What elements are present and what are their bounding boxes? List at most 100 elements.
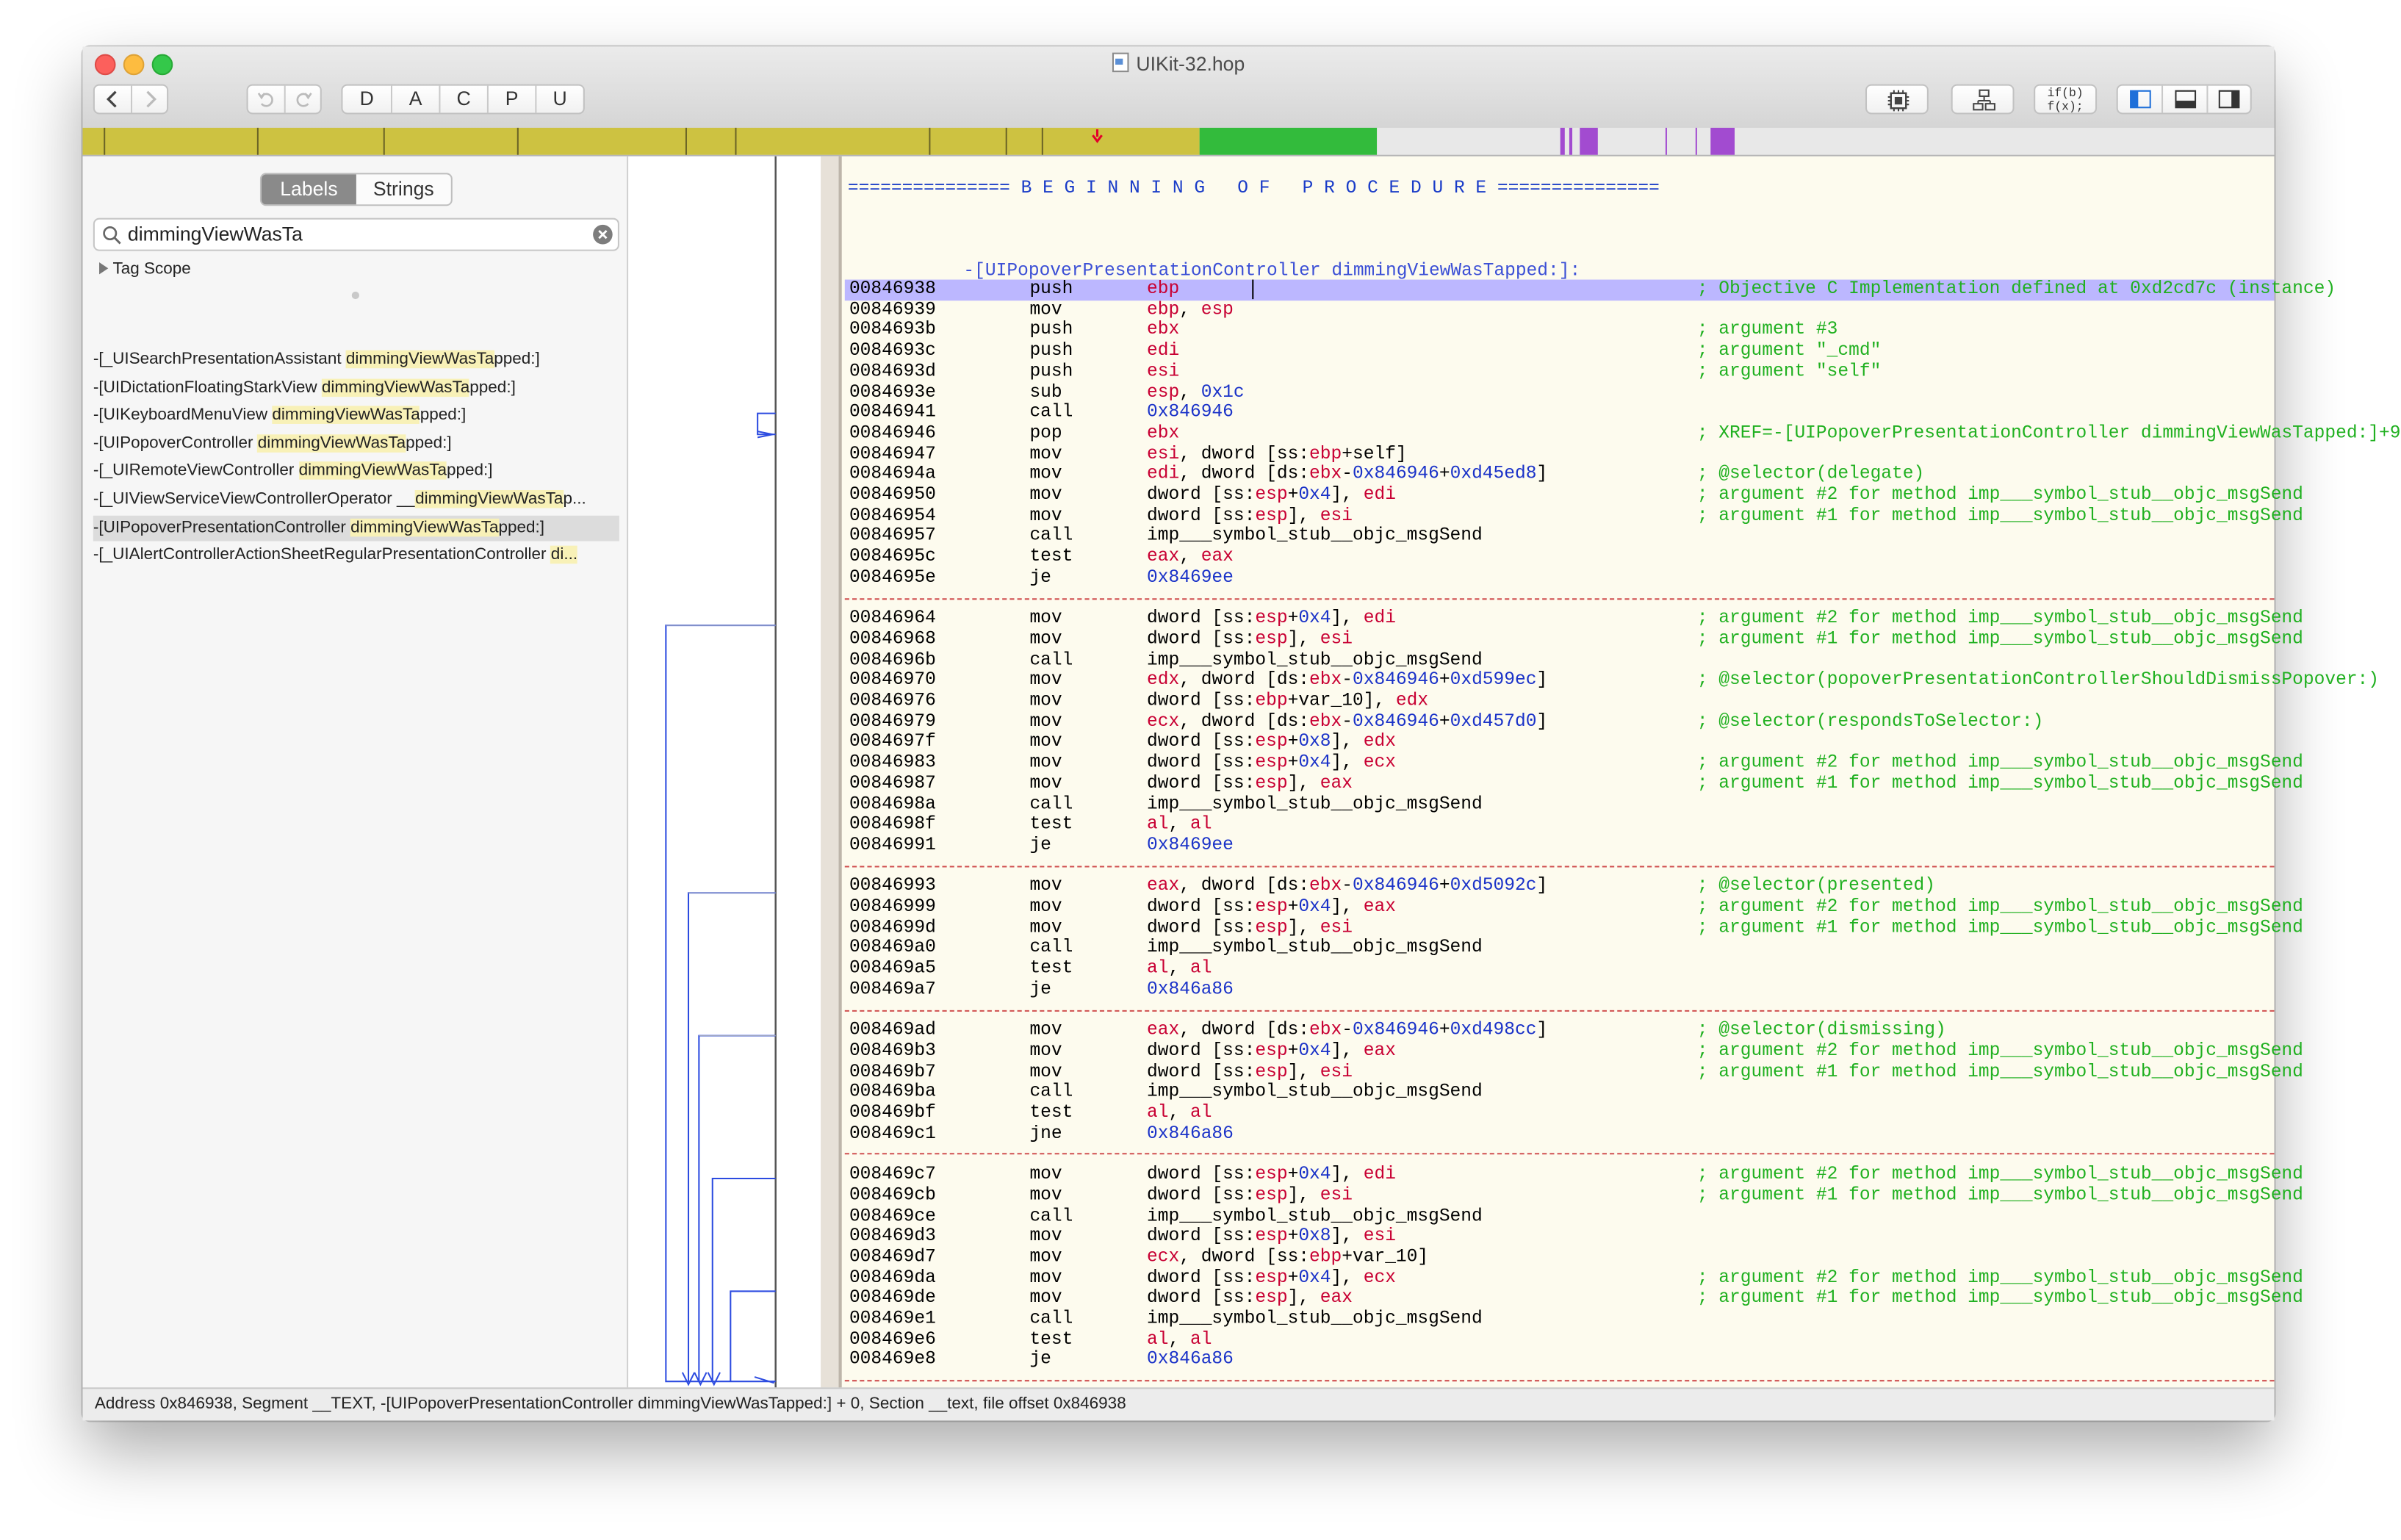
cpu-button[interactable] bbox=[1865, 84, 1929, 115]
instruction-address[interactable]: 0084696b bbox=[849, 649, 936, 670]
set-undefined-type-button[interactable]: U bbox=[552, 87, 567, 110]
control-flow-graph-button[interactable] bbox=[1951, 84, 2015, 115]
instruction-address[interactable]: 008469c7 bbox=[849, 1163, 936, 1185]
procedure-label[interactable]: -[UIPopoverPresentationController dimmin… bbox=[963, 259, 1581, 281]
instruction-address[interactable]: 008469c1 bbox=[849, 1122, 936, 1144]
search-result-item[interactable]: -[UIKeyboardMenuView dimmingViewWasTappe… bbox=[93, 403, 619, 429]
search-result-item[interactable]: -[_UIAlertControllerActionSheetRegularPr… bbox=[93, 543, 619, 569]
instruction-address[interactable]: 0084699d bbox=[849, 916, 936, 938]
instruction-operands[interactable]: dword [ss:esp], esi bbox=[1147, 505, 1353, 527]
instruction-address[interactable]: 008469ad bbox=[849, 1019, 936, 1041]
toggle-bottom-pane-button[interactable] bbox=[2163, 85, 2209, 113]
instruction-address[interactable]: 008469b7 bbox=[849, 1060, 936, 1082]
instruction-address[interactable]: 0084695c bbox=[849, 545, 936, 567]
instruction-operands[interactable]: dword [ss:esp], esi bbox=[1147, 917, 1353, 938]
instruction-operands[interactable]: dword [ss:esp], eax bbox=[1147, 1287, 1353, 1309]
zoom-window-button[interactable] bbox=[151, 54, 173, 76]
instruction-address[interactable]: 00846946 bbox=[849, 422, 936, 444]
toggle-right-pane-button[interactable] bbox=[2208, 86, 2250, 113]
instruction-address[interactable]: 008469e6 bbox=[849, 1328, 936, 1350]
instruction-address[interactable]: 0084693b bbox=[849, 319, 936, 341]
tag-scope-disclosure[interactable]: Tag Scope bbox=[98, 260, 191, 278]
instruction-operands[interactable]: dword [ss:esp], esi bbox=[1147, 1184, 1353, 1206]
instruction-operands[interactable]: ebx bbox=[1147, 320, 1179, 342]
undo-button[interactable] bbox=[248, 85, 286, 113]
instruction-operands[interactable]: 0x846a86 bbox=[1147, 979, 1234, 1001]
set-procedure-type-button[interactable]: P bbox=[489, 85, 537, 113]
instruction-address[interactable]: 00846976 bbox=[849, 690, 936, 711]
instruction-operands[interactable]: esi bbox=[1147, 361, 1179, 383]
instruction-address[interactable]: 008469da bbox=[849, 1266, 936, 1288]
instruction-operands[interactable]: dword [ss:esp+0x8], edx bbox=[1147, 731, 1396, 753]
clear-search-icon[interactable] bbox=[592, 224, 613, 245]
instruction-operands[interactable]: ebp, esp bbox=[1147, 299, 1234, 321]
search-result-item[interactable]: -[_UIRemoteViewController dimmingViewWas… bbox=[93, 459, 619, 485]
instruction-operands[interactable]: al, al bbox=[1147, 814, 1212, 835]
instruction-operands[interactable]: dword [ss:esp+0x4], ecx bbox=[1147, 752, 1396, 774]
instruction-address[interactable]: 008469d3 bbox=[849, 1225, 936, 1247]
instruction-address[interactable]: 00846950 bbox=[849, 483, 936, 505]
tab-labels[interactable]: Labels bbox=[261, 174, 356, 205]
instruction-operands[interactable]: dword [ss:esp+0x4], ecx bbox=[1147, 1267, 1396, 1289]
back-button[interactable] bbox=[95, 85, 133, 113]
instruction-operands[interactable]: dword [ss:esp], esi bbox=[1147, 628, 1353, 650]
instruction-operands[interactable]: al, al bbox=[1147, 1102, 1212, 1124]
search-result-item[interactable]: -[_UIViewServiceViewControllerOperator _… bbox=[93, 487, 619, 513]
instruction-operands[interactable]: 0x846a86 bbox=[1147, 1349, 1234, 1371]
search-result-item[interactable]: -[UIPopoverPresentationController dimmin… bbox=[93, 514, 619, 541]
instruction-address[interactable]: 008469ce bbox=[849, 1204, 936, 1226]
instruction-address[interactable]: 0084693e bbox=[849, 381, 936, 403]
instruction-operands[interactable]: ecx, dword [ss:ebp+var_10] bbox=[1147, 1246, 1428, 1268]
instruction-operands[interactable]: dword [ss:esp+0x4], eax bbox=[1147, 1040, 1396, 1062]
tab-strings[interactable]: Strings bbox=[372, 177, 434, 201]
search-result-item[interactable]: -[_UISearchPresentationAssistant dimming… bbox=[93, 348, 619, 373]
instruction-address[interactable]: 008469a7 bbox=[849, 978, 936, 1000]
instruction-address[interactable]: 0084697f bbox=[849, 731, 936, 752]
instruction-operands[interactable]: al, al bbox=[1147, 958, 1212, 979]
instruction-address[interactable]: 008469ba bbox=[849, 1081, 936, 1103]
instruction-address[interactable]: 008469bf bbox=[849, 1101, 936, 1123]
toggle-left-pane-button[interactable] bbox=[2118, 85, 2164, 113]
instruction-address[interactable]: 008469e8 bbox=[849, 1348, 936, 1370]
instruction-operands[interactable]: eax, eax bbox=[1147, 546, 1234, 568]
instruction-address[interactable]: 008469cb bbox=[849, 1184, 936, 1206]
instruction-address[interactable]: 008469a0 bbox=[849, 937, 936, 959]
set-data-type-button[interactable]: D bbox=[342, 85, 392, 113]
instruction-operands[interactable]: imp___symbol_stub__objc_msgSend bbox=[1147, 649, 1483, 671]
instruction-address[interactable]: 008469b3 bbox=[849, 1040, 936, 1062]
instruction-address[interactable]: 00846938 bbox=[849, 278, 936, 300]
instruction-operands[interactable]: imp___symbol_stub__objc_msgSend bbox=[1147, 938, 1483, 959]
instruction-operands[interactable]: imp___symbol_stub__objc_msgSend bbox=[1147, 1082, 1483, 1104]
instruction-operands[interactable]: al, al bbox=[1147, 1328, 1212, 1350]
instruction-operands[interactable]: ebx bbox=[1147, 422, 1179, 445]
search-input[interactable]: dimmingViewWasTa bbox=[127, 222, 303, 245]
instruction-address[interactable]: 008469a5 bbox=[849, 957, 936, 979]
instruction-operands[interactable]: dword [ss:esp+0x8], esi bbox=[1147, 1226, 1396, 1248]
